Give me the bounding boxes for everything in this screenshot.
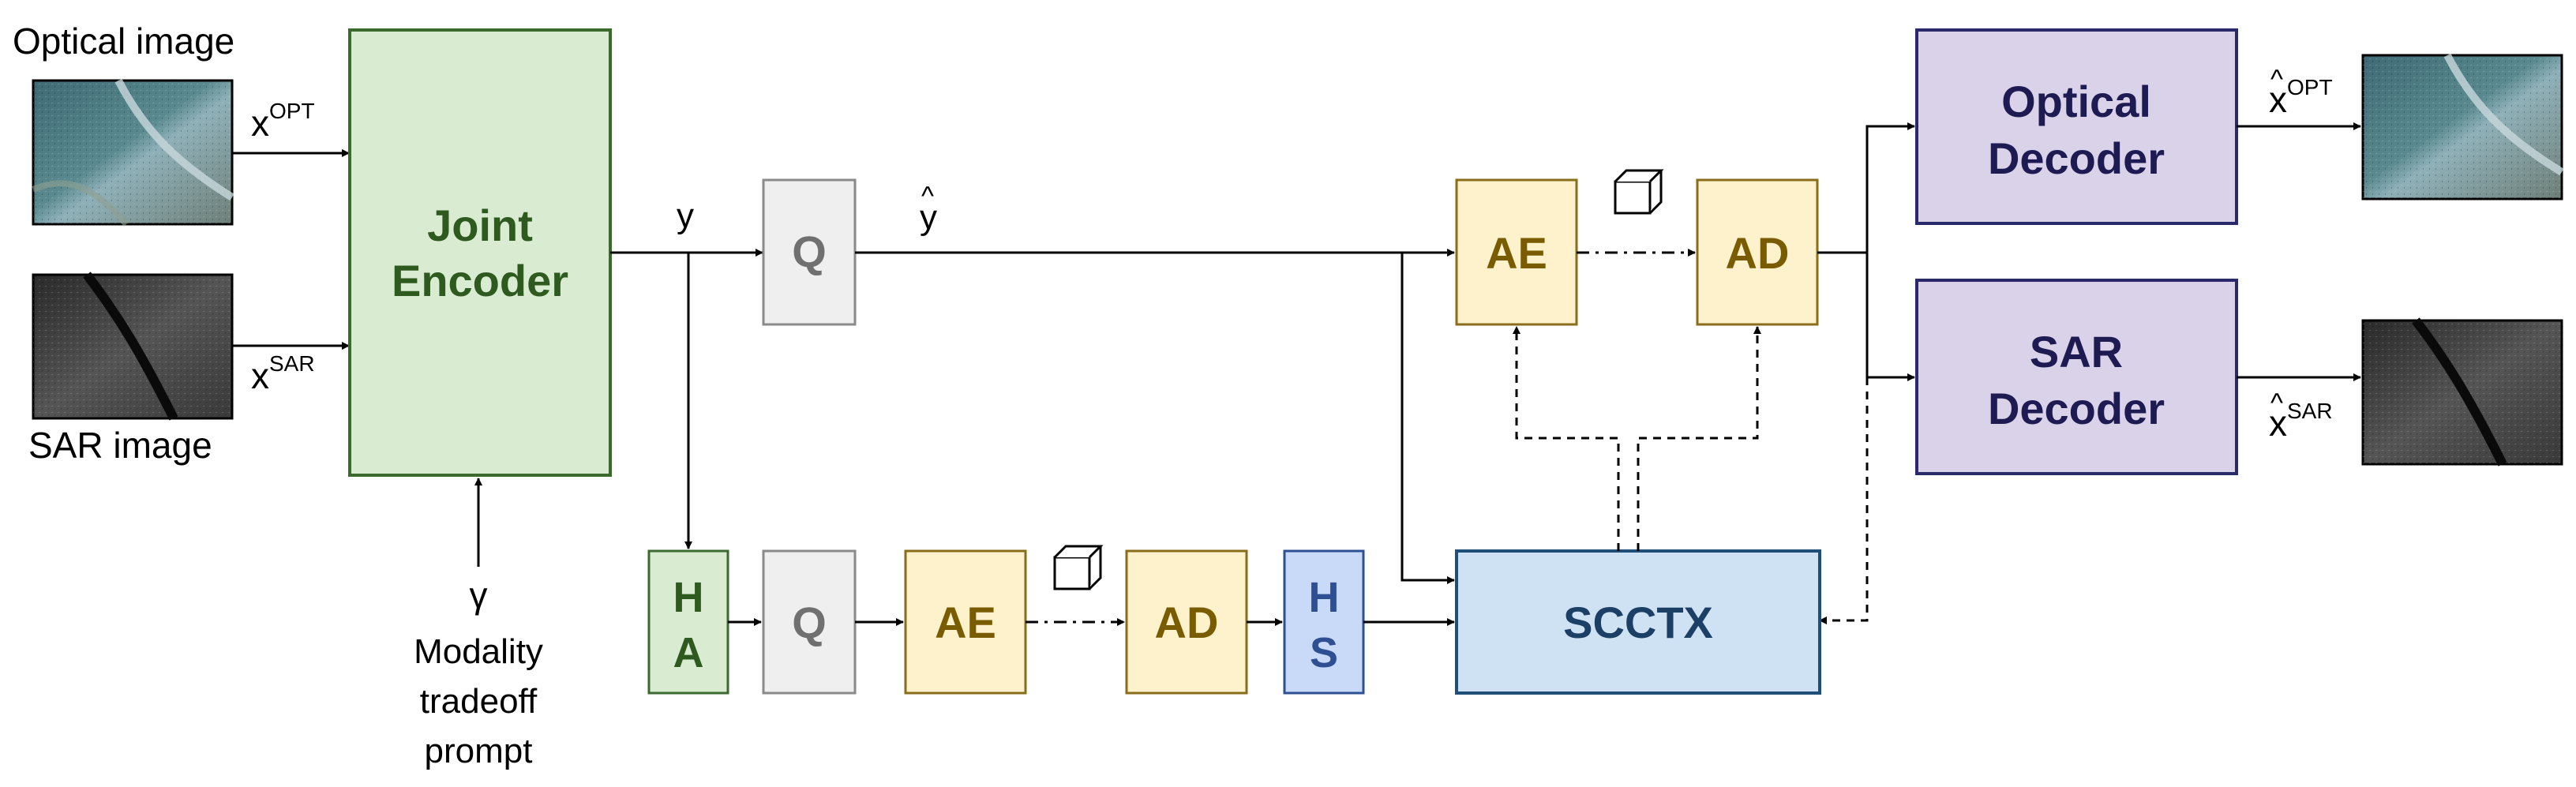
joint-encoder-label-2: Encoder: [392, 256, 568, 305]
ad-top-block: AD: [1696, 178, 1819, 326]
sar-input-image: [32, 272, 234, 421]
quantizer-bottom-block: Q: [762, 549, 857, 695]
x-sar-symbol: xSAR: [251, 351, 315, 396]
hyper-analysis-label-2: A: [673, 629, 704, 676]
dashed-line-decoder-scctx: [1819, 377, 1869, 624]
hyper-synthesis-label-2: S: [1310, 629, 1338, 676]
scctx-label: SCCTX: [1563, 598, 1713, 647]
optical-output-image: [2361, 53, 2564, 200]
prompt-label-line-3: prompt: [425, 732, 533, 770]
ae-top-label: AE: [1486, 228, 1547, 278]
prompt-label-line-2: tradeoff: [420, 682, 538, 721]
hyper-analysis-label-1: H: [673, 574, 704, 621]
scctx-block: SCCTX: [1455, 549, 1821, 695]
xhat-sar-symbol: xSAR: [2269, 399, 2333, 444]
line-yhat-scctx: [1400, 253, 1455, 584]
optical-image-label: Optical image: [13, 21, 234, 62]
xhat-opt-symbol: xOPT: [2269, 75, 2333, 120]
quantizer-top-block: Q: [762, 178, 857, 326]
quantizer-bottom-label: Q: [792, 598, 827, 647]
line-to-optical-decoder: [1865, 122, 1915, 253]
ad-top-label: AD: [1726, 228, 1790, 278]
gamma-symbol: γ: [470, 575, 488, 616]
y-hat-symbol: y: [920, 198, 937, 237]
x-opt-symbol: xOPT: [251, 99, 315, 144]
sar-output-image: [2361, 317, 2563, 467]
line-to-sar-decoder: [1865, 253, 1915, 381]
xhat-sar-caret: ^: [2270, 388, 2283, 418]
y-symbol: y: [677, 197, 694, 235]
hyper-synthesis-label-1: H: [1309, 574, 1340, 621]
bitstream-cube-top-icon: [1614, 169, 1664, 215]
joint-encoder-label-1: Joint: [427, 200, 533, 250]
ad-bottom-label: AD: [1155, 598, 1219, 647]
optical-input-image: [32, 78, 234, 227]
hyper-synthesis-block: H S: [1283, 549, 1365, 695]
joint-encoder-block: Joint Encoder: [348, 28, 612, 477]
optical-decoder-label-2: Decoder: [1988, 133, 2165, 183]
prompt-label-line-1: Modality: [414, 632, 543, 671]
dashed-line-scctx-ae: [1513, 326, 1620, 551]
sar-decoder-label-1: SAR: [2030, 327, 2123, 377]
y-hat-caret: ^: [921, 182, 934, 212]
sar-decoder-block: SAR Decoder: [1915, 279, 2238, 475]
ae-top-block: AE: [1455, 178, 1578, 326]
ae-bottom-label: AE: [935, 598, 996, 647]
ad-bottom-block: AD: [1125, 549, 1248, 695]
optical-decoder-block: Optical Decoder: [1915, 28, 2238, 225]
ae-bottom-block: AE: [904, 549, 1027, 695]
bitstream-cube-bottom-icon: [1053, 545, 1104, 590]
quantizer-top-label: Q: [792, 227, 827, 276]
xhat-opt-caret: ^: [2270, 65, 2283, 95]
sar-image-label: SAR image: [28, 425, 212, 466]
sar-decoder-label-2: Decoder: [1988, 384, 2165, 433]
optical-decoder-label-1: Optical: [2001, 77, 2151, 126]
dashed-line-scctx-ad: [1637, 326, 1761, 551]
hyper-analysis-block: H A: [647, 549, 729, 695]
